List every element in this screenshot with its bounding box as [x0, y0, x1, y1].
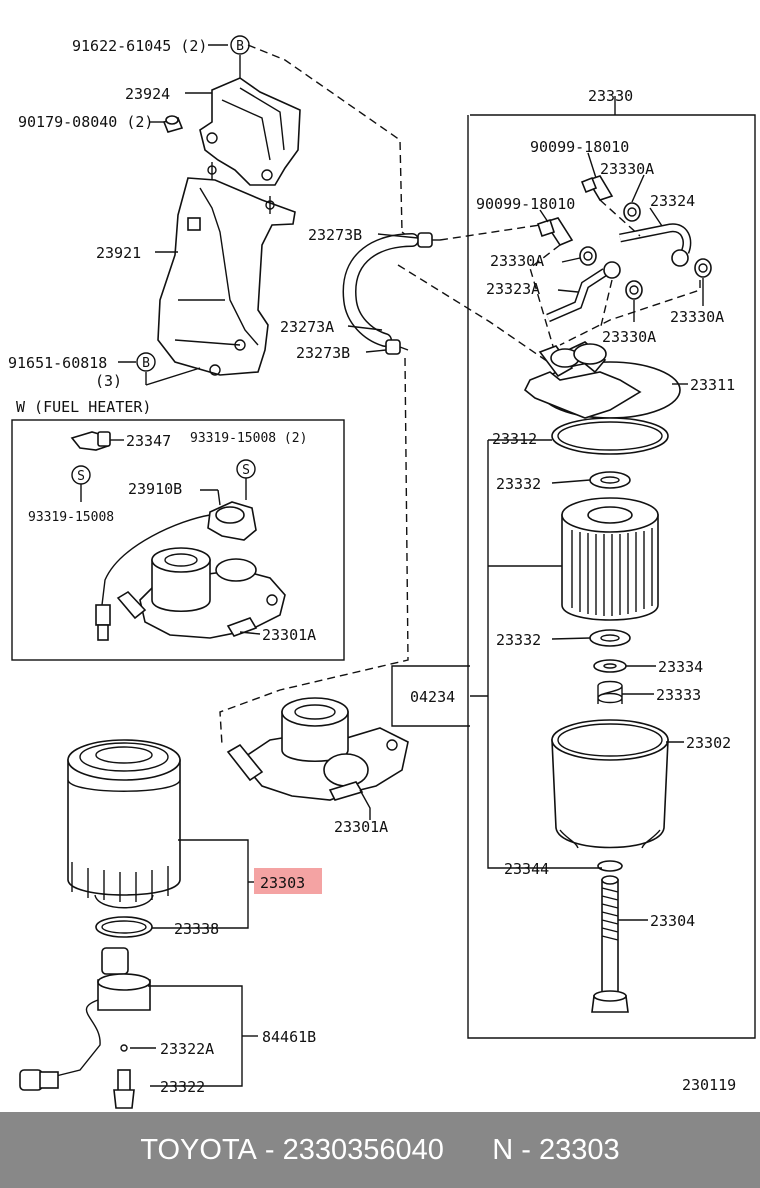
label-23330A-4: 23330A: [670, 308, 724, 326]
label-23338: 23338: [174, 920, 219, 938]
footer-brand: TOYOTA: [140, 1133, 257, 1166]
label-23347: 23347: [126, 432, 171, 450]
label-84461B: 84461B: [262, 1028, 316, 1046]
footer-n-code: 23303: [539, 1133, 620, 1166]
label-23322A: 23322A: [160, 1040, 214, 1058]
label-23330: 23330: [588, 87, 633, 105]
bracket-23921: [157, 162, 296, 376]
label-23312: 23312: [492, 430, 537, 448]
label-23924: 23924: [125, 85, 170, 103]
gasket-23332-top: [589, 471, 631, 489]
washer-23330A-2: [579, 246, 597, 266]
washer-23334: [593, 659, 627, 673]
bracket-23924: [199, 77, 301, 186]
oring-23312: [551, 417, 669, 455]
label-23311: 23311: [690, 376, 735, 394]
label-23273A: 23273A: [280, 318, 334, 336]
footer-sep: -: [256, 1133, 283, 1166]
footer-n-prefix: N -: [492, 1133, 540, 1166]
label-23324: 23324: [650, 192, 695, 210]
filter-head-23311: [523, 341, 681, 419]
nut-90179: [162, 115, 184, 133]
label-23910B: 23910B: [128, 480, 182, 498]
inset-clamp-23347: [70, 431, 111, 451]
spring-23333: [597, 680, 623, 704]
callout-s2: S: [242, 463, 250, 478]
label-23344: 23344: [504, 860, 549, 878]
label-23333: 23333: [656, 686, 701, 704]
highlight-23303: [254, 868, 322, 894]
label-23330A-3: 23330A: [602, 328, 656, 346]
inset-box-fuel-heater: [11, 419, 345, 661]
cartridge-23303: [67, 739, 181, 909]
filter-element: [561, 497, 659, 621]
gasket-23332-bottom: [589, 629, 631, 647]
footer-part-number: 2330356040: [282, 1133, 444, 1166]
label-04234: 04234: [410, 688, 455, 706]
diagram-code: 230119: [682, 1076, 736, 1094]
washer-23330A-4: [694, 258, 712, 278]
label-23330A-1: 23330A: [600, 160, 654, 178]
pipe-23324: [619, 223, 692, 267]
label-23921: 23921: [96, 244, 141, 262]
label-23273B-2: 23273B: [296, 344, 350, 362]
callout-b-mid: B: [142, 356, 150, 371]
clamp-23273B-2: [385, 339, 409, 355]
label-23330A-2: 23330A: [490, 252, 544, 270]
label-23332-2: 23332: [496, 631, 541, 649]
label-93319-15008: 93319-15008: [28, 510, 114, 525]
label-91622-61045: 91622-61045 (2): [72, 37, 207, 55]
label-91651-qty: (3): [95, 372, 122, 390]
callout-circle-b-mid: [136, 352, 156, 372]
housing-23301A: [226, 697, 409, 801]
group-box-23330: [467, 114, 756, 1039]
washer-23344: [597, 860, 623, 872]
bolt-90099-b: [536, 217, 574, 246]
label-23273B-1: 23273B: [308, 226, 362, 244]
parts-diagram: B B: [8, 35, 756, 1109]
label-90099-18010-2: 90099-18010: [476, 195, 575, 213]
footer-bar: TOYOTA - 2330356040 N - 23303: [0, 1112, 760, 1188]
label-23332-1: 23332: [496, 475, 541, 493]
label-23301A-main: 23301A: [334, 818, 388, 836]
label-90099-18010-1: 90099-18010: [530, 138, 629, 156]
label-93319-15008-2: 93319-15008 (2): [190, 431, 307, 446]
footer-gap: [444, 1134, 492, 1167]
center-bolt-23304: [591, 875, 629, 1013]
washer-23330A-1: [623, 202, 641, 222]
clamp-23273B-1: [417, 232, 440, 248]
bowl-23302: [551, 719, 669, 849]
hose-23273A: [342, 233, 419, 347]
callout-s1: S: [77, 469, 85, 484]
label-90179-08040: 90179-08040 (2): [18, 113, 153, 131]
label-23323A: 23323A: [486, 280, 540, 298]
label-23304: 23304: [650, 912, 695, 930]
label-23302: 23302: [686, 734, 731, 752]
bolt-90099-a: [580, 175, 614, 201]
oring-23338: [95, 916, 153, 938]
inset-heater-23910B: [95, 501, 257, 641]
label-23303: 23303: [260, 874, 305, 892]
sensor-84461B: [19, 947, 151, 1109]
label-23322: 23322: [160, 1078, 205, 1096]
pipe-23323A: [546, 261, 621, 323]
washer-23330A-3: [625, 280, 643, 300]
callout-b-top: B: [236, 39, 244, 54]
inset-housing: [116, 547, 286, 639]
label-91651-60818: 91651-60818: [8, 354, 107, 372]
label-23334: 23334: [658, 658, 703, 676]
label-inset-23301A: 23301A: [262, 626, 316, 644]
inset-title: W (FUEL HEATER): [16, 398, 151, 416]
